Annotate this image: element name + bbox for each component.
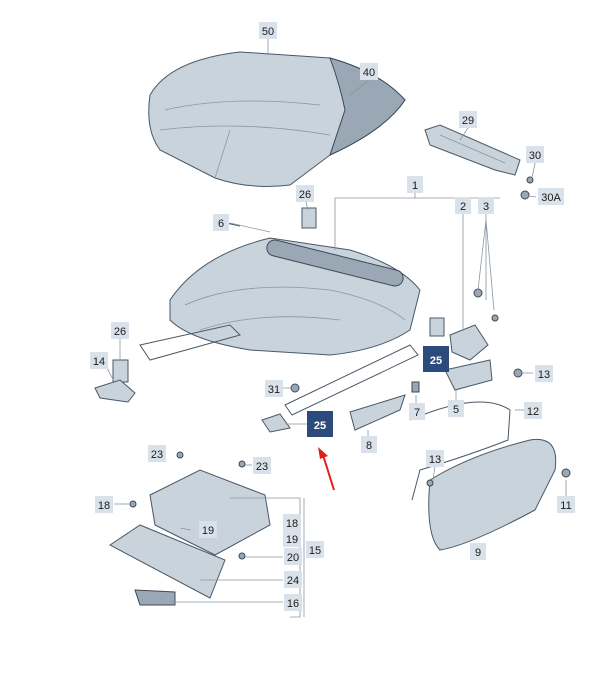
storage-tray	[109, 451, 271, 606]
svg-text:23: 23	[151, 449, 163, 461]
label-9[interactable]: 9	[470, 543, 486, 560]
svg-text:6: 6	[218, 218, 224, 230]
svg-text:14: 14	[93, 356, 105, 368]
svg-text:13: 13	[429, 454, 441, 466]
seat-cushion	[148, 51, 406, 187]
svg-text:24: 24	[287, 575, 299, 587]
label-5[interactable]: 5	[448, 400, 464, 417]
small-parts	[94, 176, 571, 551]
label-18-right[interactable]: 18	[283, 514, 301, 531]
label-16[interactable]: 16	[284, 594, 302, 611]
svg-text:15: 15	[309, 545, 321, 557]
svg-text:1: 1	[412, 180, 418, 192]
seat-frame	[139, 237, 421, 416]
label-26-left[interactable]: 26	[111, 322, 129, 339]
label-3[interactable]: 3	[478, 197, 494, 214]
label-24[interactable]: 24	[284, 571, 302, 588]
label-20[interactable]: 20	[284, 548, 302, 565]
label-23-left[interactable]: 23	[148, 445, 166, 462]
label-13-right[interactable]: 13	[535, 365, 553, 382]
label-6[interactable]: 6	[213, 214, 229, 231]
svg-text:40: 40	[363, 67, 375, 79]
label-31[interactable]: 31	[265, 380, 283, 397]
svg-text:19: 19	[202, 525, 214, 537]
svg-text:29: 29	[462, 115, 474, 127]
label-30a[interactable]: 30A	[538, 188, 564, 205]
label-19-right[interactable]: 19	[283, 530, 301, 547]
label-25-right[interactable]: 25	[423, 346, 449, 372]
label-50[interactable]: 50	[259, 22, 277, 39]
label-19-inner[interactable]: 19	[199, 521, 217, 538]
svg-text:3: 3	[483, 201, 489, 213]
svg-text:8: 8	[366, 440, 372, 452]
svg-text:11: 11	[560, 500, 571, 512]
label-8[interactable]: 8	[361, 436, 377, 453]
svg-text:30A: 30A	[541, 192, 561, 204]
label-25-center[interactable]: 25	[307, 411, 333, 437]
label-40[interactable]: 40	[360, 63, 378, 80]
label-15[interactable]: 15	[306, 541, 324, 558]
label-12[interactable]: 12	[524, 402, 542, 419]
svg-text:2: 2	[460, 201, 466, 213]
label-30[interactable]: 30	[526, 146, 544, 163]
red-arrow	[318, 447, 335, 491]
part-29	[424, 124, 521, 176]
svg-text:18: 18	[98, 500, 110, 512]
svg-text:31: 31	[268, 384, 280, 396]
label-26-top[interactable]: 26	[296, 185, 314, 202]
label-14[interactable]: 14	[90, 352, 108, 369]
svg-text:26: 26	[299, 189, 311, 201]
svg-text:13: 13	[538, 369, 550, 381]
svg-text:19: 19	[286, 534, 298, 546]
label-7[interactable]: 7	[409, 403, 425, 420]
svg-text:9: 9	[475, 547, 481, 559]
label-18-left[interactable]: 18	[95, 496, 113, 513]
svg-text:23: 23	[256, 461, 268, 473]
svg-text:5: 5	[453, 404, 459, 416]
label-23-right[interactable]: 23	[253, 457, 271, 474]
svg-text:50: 50	[262, 26, 274, 38]
svg-text:16: 16	[287, 598, 299, 610]
label-11[interactable]: 11	[557, 496, 575, 513]
svg-text:25: 25	[314, 420, 326, 432]
label-29[interactable]: 29	[459, 111, 477, 128]
label-2[interactable]: 2	[455, 197, 471, 214]
svg-text:7: 7	[414, 407, 420, 419]
svg-text:30: 30	[529, 150, 541, 162]
svg-text:25: 25	[430, 355, 442, 367]
svg-text:12: 12	[527, 406, 539, 418]
label-13-lower[interactable]: 13	[426, 450, 444, 467]
svg-text:20: 20	[287, 552, 299, 564]
label-1[interactable]: 1	[407, 176, 423, 193]
svg-text:26: 26	[114, 326, 126, 338]
svg-text:18: 18	[286, 518, 298, 530]
